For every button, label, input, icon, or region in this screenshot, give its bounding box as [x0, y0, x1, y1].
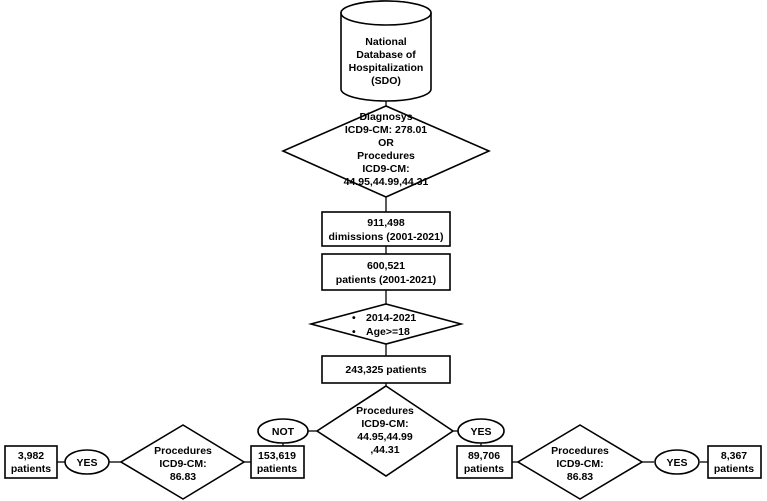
admissions-label: dimissions (2001-2021)	[329, 231, 444, 243]
right-yes-node: YES	[654, 449, 700, 475]
patients-filtered-label: 243,325 patients	[345, 364, 426, 376]
not-branch-node: 153,619 patients	[250, 445, 305, 479]
patients-all-label: patients (2001-2021)	[336, 274, 436, 286]
criteria-line-3: OR	[378, 137, 394, 149]
right-result-node: 8,367 patients	[707, 445, 762, 479]
right-result-label: patients	[714, 463, 754, 475]
left-procedure-diamond	[119, 424, 246, 500]
right-procedure-line-2: ICD9-CM:	[556, 458, 603, 470]
left-result-label: patients	[11, 463, 51, 475]
selection-criteria-node: Diagnosys ICD9-CM: 278.01 OR Procedures …	[281, 105, 491, 198]
right-procedure-line-1: Procedures	[551, 445, 609, 457]
right-yes-label: YES	[666, 457, 687, 469]
left-yes-label: YES	[76, 457, 97, 469]
yes-branch-box	[456, 445, 513, 479]
right-result-box	[707, 445, 762, 479]
yes-node: YES	[457, 418, 505, 444]
criteria-line-4: Procedures	[357, 150, 415, 162]
yes-ellipse	[457, 418, 505, 444]
not-ellipse	[257, 418, 309, 444]
filter-item-1: 2014-2021	[366, 312, 416, 324]
procedure-check-line-3: 44.95,44.99	[357, 431, 413, 443]
left-result-box	[4, 445, 58, 479]
database-line-2: Database of	[356, 49, 416, 61]
admissions-node: 911,498 dimissions (2001-2021)	[321, 211, 451, 247]
patients-filtered-node: 243,325 patients	[321, 355, 451, 384]
yes-branch-label: patients	[464, 463, 504, 475]
patients-all-node: 600,521 patients (2001-2021)	[321, 253, 451, 291]
yes-label: YES	[470, 426, 491, 438]
criteria-line-1: Diagnosys	[359, 111, 412, 123]
not-branch-count: 153,619	[258, 450, 296, 462]
criteria-line-5: ICD9-CM:	[362, 163, 409, 175]
database-node: National Database of Hospitalization (SD…	[340, 0, 432, 102]
filter-diamond	[307, 303, 465, 345]
admissions-box	[321, 211, 451, 247]
yes-branch-count: 89,706	[468, 450, 500, 462]
right-result-count: 8,367	[721, 450, 747, 462]
yes-branch-node: 89,706 patients	[456, 445, 513, 479]
patients-all-box	[321, 253, 451, 291]
right-procedure-node: Procedures ICD9-CM: 86.83	[516, 424, 644, 500]
database-line-1: National	[365, 36, 407, 48]
right-procedure-diamond	[516, 424, 644, 500]
database-cylinder-top	[340, 0, 432, 26]
filter-item-2: Age>=18	[366, 326, 410, 338]
not-branch-label: patients	[257, 463, 297, 475]
patients-all-count: 600,521	[367, 260, 405, 272]
criteria-line-2: ICD9-CM: 278.01	[345, 124, 427, 136]
procedure-check-line-2: ICD9-CM:	[361, 418, 408, 430]
admissions-count: 911,498	[367, 217, 405, 229]
procedure-check-diamond	[315, 385, 455, 477]
left-procedure-line-1: Procedures	[154, 445, 212, 457]
filter-node: • 2014-2021 • Age>=18	[307, 303, 465, 345]
left-result-node: 3,982 patients	[4, 445, 58, 479]
procedure-check-node: Procedures ICD9-CM: 44.95,44.99 ,44.31	[315, 385, 455, 477]
not-node: NOT	[257, 418, 309, 444]
left-procedure-line-3: 86.83	[170, 471, 196, 483]
left-result-count: 3,982	[18, 450, 44, 462]
left-yes-ellipse	[64, 449, 110, 475]
filter-bullet-1: •	[352, 312, 356, 324]
filter-bullet-2: •	[352, 326, 356, 338]
left-procedure-line-2: ICD9-CM:	[159, 458, 206, 470]
not-label: NOT	[272, 426, 295, 438]
criteria-line-6: 44.95,44.99,44.31	[344, 176, 429, 188]
database-line-4: (SDO)	[371, 75, 401, 87]
left-yes-node: YES	[64, 449, 110, 475]
procedure-check-line-1: Procedures	[356, 405, 414, 417]
right-procedure-line-3: 86.83	[567, 471, 593, 483]
procedure-check-line-4: ,44.31	[370, 444, 399, 456]
patients-filtered-box	[321, 355, 451, 384]
database-line-3: Hospitalization	[349, 62, 424, 74]
selection-criteria-diamond	[281, 105, 491, 198]
left-procedure-node: Procedures ICD9-CM: 86.83	[119, 424, 246, 500]
not-branch-box	[250, 445, 305, 479]
right-yes-ellipse	[654, 449, 700, 475]
